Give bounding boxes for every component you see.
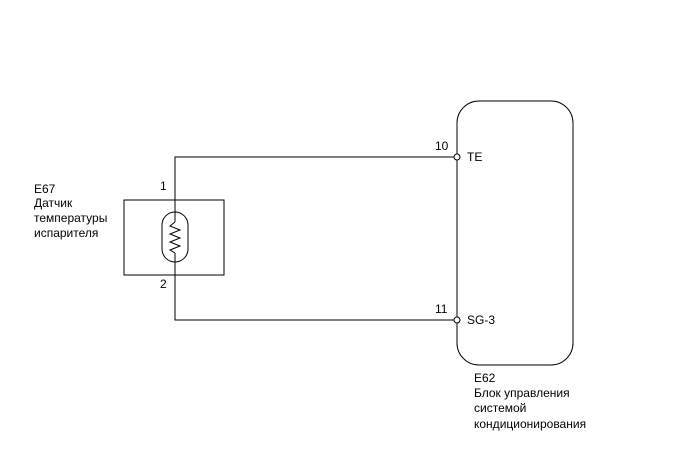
thermistor-zigzag [168, 221, 182, 254]
sensor-name-line1: Датчик [34, 196, 73, 210]
sensor-pin-top: 1 [160, 179, 167, 193]
ecu-pin-label-sg3: SG-3 [467, 313, 495, 327]
ecu-name-line3: кондиционирования [474, 417, 586, 431]
ecu-pin-label-te: TE [467, 150, 482, 164]
sensor-box [123, 199, 225, 276]
terminal-te [453, 153, 461, 161]
sensor-code: E67 [34, 182, 56, 196]
ecu-pin-number-te: 10 [435, 139, 449, 153]
sensor-name-line2: температуры [34, 211, 107, 225]
ecu-name-line2: системой [474, 401, 526, 415]
wire-sg3 [174, 262, 456, 321]
wire-te [174, 156, 456, 212]
sensor-pin-bottom: 2 [160, 277, 167, 291]
sensor-name-line3: испарителя [34, 226, 98, 240]
ecu-block [456, 100, 574, 366]
terminal-sg3 [453, 316, 461, 324]
ecu-name-line1: Блок управления [474, 386, 570, 400]
ecu-code: E62 [474, 371, 496, 385]
ecu-pin-number-sg3: 11 [435, 302, 448, 316]
